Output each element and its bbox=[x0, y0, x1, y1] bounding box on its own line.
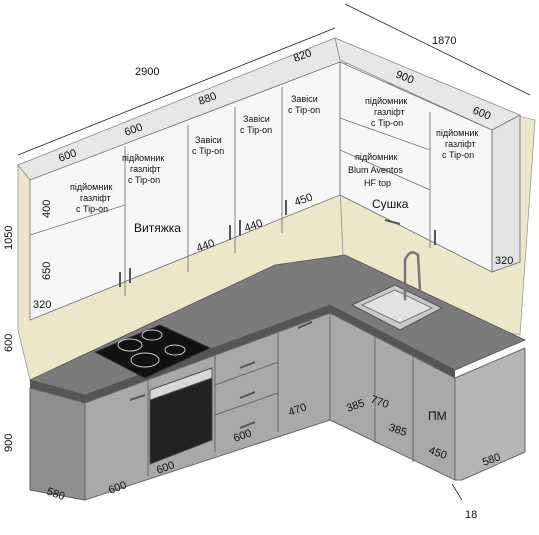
c6-label-line1: підйомник bbox=[365, 96, 407, 106]
faucet bbox=[403, 251, 422, 300]
upper-width-2: 600 bbox=[123, 121, 144, 139]
c6-lift-line3: HF top bbox=[364, 178, 391, 188]
c1-top-height: 400 bbox=[41, 200, 53, 218]
c1-label-line3: с Tip-on bbox=[76, 204, 108, 214]
lower-side-right bbox=[454, 347, 526, 481]
c3-label-line1: Завіси bbox=[195, 135, 222, 145]
c3-label-line2: с Tip-on bbox=[192, 146, 224, 156]
corner-total: 770 bbox=[369, 394, 390, 412]
overall-left-length: 2900 bbox=[135, 66, 159, 78]
height-upper: 1050 bbox=[3, 226, 15, 250]
c1-label-line2: газліфт bbox=[80, 193, 111, 203]
c2-label-line1: підйомник bbox=[122, 153, 164, 163]
lower-width-last: 450 bbox=[427, 445, 448, 463]
upper-width-4: 820 bbox=[292, 47, 313, 65]
dryer-label: Сушка bbox=[372, 197, 409, 211]
lower-depth-right: 580 bbox=[481, 451, 502, 469]
worktop-edge bbox=[30, 305, 455, 403]
c6-lift-line2: Blum Aventos bbox=[348, 165, 403, 175]
c1-label-line1: підйомник bbox=[70, 182, 112, 192]
c7-label-line3: с Tip-on bbox=[442, 150, 474, 160]
c2-label-line3: с Tip-on bbox=[128, 175, 160, 185]
c1-bottom-height: 650 bbox=[41, 262, 53, 280]
c5-label-line1: Завіси bbox=[291, 94, 318, 104]
overall-right-length: 1870 bbox=[432, 35, 456, 47]
c6-label-line3: с Tip-on bbox=[371, 118, 403, 128]
upper-width-3: 880 bbox=[197, 90, 218, 108]
upper-side-right bbox=[491, 114, 521, 273]
c7-label-line1: підйомник bbox=[436, 128, 478, 138]
c5-height: 450 bbox=[293, 191, 314, 209]
panel-thickness: 18 bbox=[465, 509, 477, 521]
corner-width-2: 385 bbox=[387, 422, 408, 440]
corner-width-1: 385 bbox=[345, 397, 366, 415]
c2-label-line2: газліфт bbox=[130, 164, 161, 174]
c3-width: 440 bbox=[195, 237, 216, 255]
c6-label-line2: газліфт bbox=[374, 107, 405, 117]
lower-width-4: 470 bbox=[287, 401, 308, 419]
oven-width: 600 bbox=[155, 459, 176, 477]
c4-width: 440 bbox=[243, 217, 264, 235]
c7-label-line2: газліфт bbox=[445, 139, 476, 149]
c6-lift-line1: підйомник bbox=[355, 152, 397, 162]
c7-depth: 320 bbox=[495, 255, 513, 267]
cooktop bbox=[93, 324, 212, 379]
lower-width-1: 600 bbox=[107, 479, 128, 497]
lower-depth-left: 580 bbox=[45, 486, 66, 504]
height-lower: 900 bbox=[3, 434, 15, 452]
height-gap: 600 bbox=[3, 334, 15, 352]
upper-width-1: 600 bbox=[57, 147, 78, 165]
dishwasher-label: ПМ bbox=[428, 409, 447, 423]
hood-label: Витяжка bbox=[134, 221, 181, 235]
c1-depth: 320 bbox=[33, 299, 51, 311]
drawers-width: 600 bbox=[232, 427, 253, 445]
c4-label-line2: с Tip-on bbox=[240, 125, 272, 135]
lower-side-left bbox=[29, 387, 86, 501]
c4-label-line1: Завіси bbox=[243, 114, 270, 124]
c5-label-line2: с Tip-on bbox=[288, 105, 320, 115]
